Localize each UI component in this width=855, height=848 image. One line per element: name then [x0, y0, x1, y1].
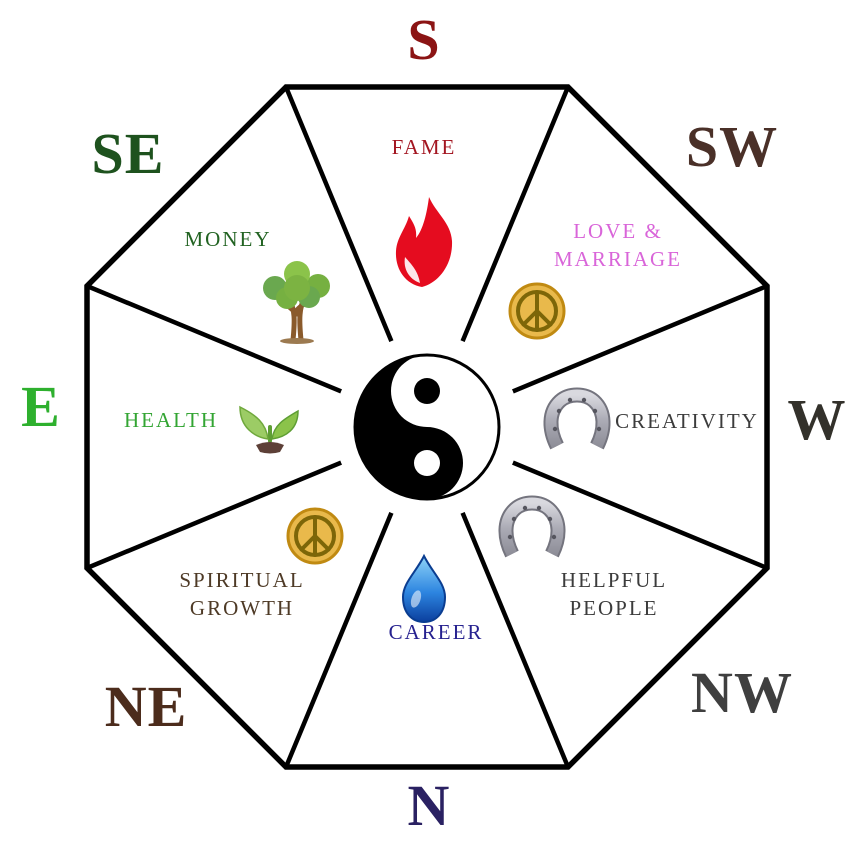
peace-icon: [508, 282, 566, 340]
sector-label-love-marriage: LOVE & MARRIAGE: [554, 217, 682, 273]
sector-label-line: HEALTH: [123, 408, 219, 432]
sector-label-line: FAME: [391, 135, 457, 159]
compass-label-s: S: [407, 7, 441, 72]
sector-label-line: GROWTH: [189, 596, 295, 620]
sector-label-line: MONEY: [184, 227, 272, 251]
compass-label-sw: SW: [685, 114, 779, 179]
sector-label-line: LOVE &: [573, 219, 663, 243]
sector-label-helpful-people: HELPFUL PEOPLE: [561, 566, 667, 622]
sector-label-line: MARRIAGE: [553, 247, 683, 271]
peace-icon: [286, 507, 344, 565]
sector-label-career: CAREER: [389, 618, 484, 646]
sector-label-health: HEALTH: [124, 406, 218, 434]
yin-yang-icon: [353, 353, 501, 501]
compass-label-e: E: [21, 374, 61, 439]
sector-label-spiritual-growth: SPIRITUAL GROWTH: [179, 566, 304, 622]
compass-label-se: SE: [91, 121, 165, 186]
sector-label-line: PEOPLE: [569, 596, 659, 620]
sector-label-fame: FAME: [392, 133, 457, 161]
sector-label-line: CAREER: [388, 620, 484, 644]
sector-label-line: HELPFUL: [560, 568, 668, 592]
sector-label-line: SPIRITUAL: [179, 568, 305, 592]
water-drop-icon: [401, 553, 447, 624]
sprout-icon: [239, 405, 299, 454]
sector-label-line: CREATIVITY: [615, 409, 759, 433]
tree-icon: [263, 261, 330, 344]
compass-label-w: W: [787, 387, 847, 452]
compass-label-nw: NW: [691, 660, 793, 725]
sector-label-creativity: CREATIVITY: [615, 407, 759, 435]
flame-icon: [395, 197, 453, 287]
sector-label-money: MONEY: [185, 225, 272, 253]
compass-label-n: N: [407, 773, 451, 838]
compass-label-ne: NE: [104, 674, 188, 739]
